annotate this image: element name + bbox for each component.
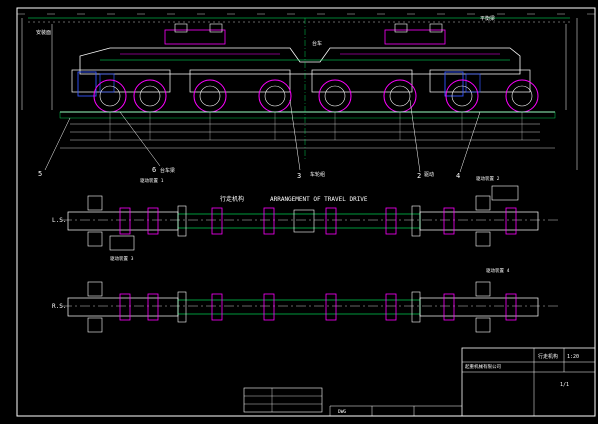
drive-label-2: 驱动装置 2 — [476, 175, 500, 182]
callout-number: 2 — [417, 172, 421, 180]
leader-lines — [44, 99, 481, 173]
title-block-company: 起重机械有限公司 — [465, 363, 501, 370]
title-block-code: DWG — [338, 409, 346, 415]
drive-label-3: 驱动装置 3 — [110, 255, 134, 262]
drive-label-1: 驱动装置 1 — [140, 177, 164, 184]
side-label-left-top: L.S. — [52, 217, 66, 224]
title-block-sheet: 1/1 — [560, 382, 569, 388]
callout-number: 5 — [38, 170, 42, 178]
title-block-drawing-name: 行走机构 — [538, 353, 558, 360]
side-label-left-bottom: R.S. — [52, 303, 66, 310]
part-label-center: 台车 — [312, 40, 322, 47]
elevation-view — [21, 17, 578, 170]
drawing-title-cn: 行走机构 — [220, 195, 244, 203]
wheel-set — [93, 79, 539, 113]
callout-number: 3 — [297, 172, 301, 180]
title-block-scale: 1:20 — [567, 354, 579, 360]
part-label-lower-left: 台车梁 — [160, 167, 175, 174]
part-label-lower-mid: 车轮组 — [310, 171, 325, 178]
drive-label-4: 驱动装置 4 — [486, 267, 510, 274]
drawing-title: ARRANGEMENT OF TRAVEL DRIVE — [270, 196, 368, 203]
plan-view-upper — [62, 185, 560, 251]
part-label-top-right: 平衡梁 — [480, 15, 495, 22]
plan-view-lower — [62, 281, 560, 333]
notes-block — [243, 387, 323, 413]
drawing-border — [16, 7, 596, 417]
part-label-lower-right: 驱动 — [424, 171, 434, 178]
callout-number: 4 — [456, 172, 460, 180]
title-block — [329, 347, 596, 417]
part-label-front-top: 安装面 — [36, 29, 51, 36]
callout-number: 6 — [152, 166, 156, 174]
